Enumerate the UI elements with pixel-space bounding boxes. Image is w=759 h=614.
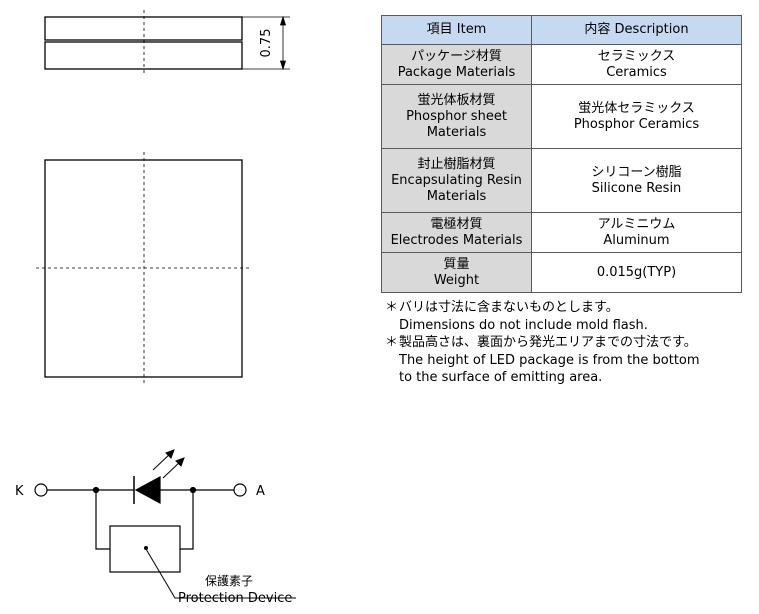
item-cell-line: Encapsulating Resin	[391, 172, 522, 188]
note: ＊製品高さは、裏面から発光エリアまでの寸法です。 The height of LE…	[385, 334, 700, 387]
item-cell-line: 封止樹脂材質	[417, 156, 496, 172]
value-cell-line: Silicone Resin	[591, 180, 682, 196]
side-view	[44, 10, 243, 76]
note-line: Dimensions do not include mold flash.	[399, 317, 648, 333]
item-cell-line: Materials	[426, 188, 487, 204]
note-line: The height of LED package is from the bo…	[399, 352, 700, 368]
protection-device-label-jp: 保護素子	[205, 573, 253, 588]
note-line: バリは寸法に含まないものとします。	[399, 300, 619, 315]
note-mark: ＊	[385, 300, 399, 315]
note-line: 製品高さは、裏面から発光エリアまでの寸法です。	[399, 335, 697, 350]
item-cell-line: パッケージ材質	[411, 48, 502, 64]
side-view-upper-layer	[44, 16, 243, 41]
value-cell-line: セラミックス	[597, 48, 676, 64]
terminal-a-label: A	[256, 484, 265, 499]
light-emission-arrows-icon	[152, 449, 185, 479]
side-view-lower-layer	[44, 41, 243, 70]
circuit-diagram	[34, 449, 296, 599]
value-cell-line: 蛍光体セラミックス	[578, 100, 695, 116]
value-cell-line: Aluminum	[603, 232, 670, 248]
item-cell-line: 電極材質	[430, 216, 483, 232]
terminal-a-circle	[233, 483, 247, 497]
note-text: 製品高さは、裏面から発光エリアまでの寸法です。 The height of LED…	[399, 334, 700, 387]
value-cell-line: Ceramics	[606, 64, 667, 80]
item-cell-line: Materials	[426, 124, 487, 140]
note: ＊バリは寸法に含まないものとします。 Dimensions do not incl…	[385, 299, 700, 334]
note-text: バリは寸法に含まないものとします。 Dimensions do not inclu…	[399, 299, 648, 334]
protection-device-box	[109, 525, 181, 573]
item-cell-line: Package Materials	[397, 64, 516, 80]
led-diode-symbol	[134, 475, 161, 505]
terminal-k-label: K	[15, 484, 24, 499]
top-view-outline	[44, 159, 243, 378]
value-cell: 0.015g(TYP)	[531, 252, 742, 293]
item-cell-line: Electrodes Materials	[390, 232, 523, 248]
top-view	[36, 152, 252, 385]
height-dimension-label: 0.75	[259, 29, 274, 58]
table-header-row: 項目 Item 内容 Description	[381, 15, 742, 45]
protection-device-leader	[145, 548, 296, 599]
item-cell-line: 蛍光体板材質	[417, 92, 496, 108]
item-cell-line: Weight	[433, 272, 480, 288]
value-cell-line: アルミニウム	[597, 216, 676, 232]
note-mark: ＊	[385, 335, 399, 350]
value-cell-line: シリコーン樹脂	[591, 164, 682, 180]
header-description: 内容 Description	[531, 15, 742, 45]
item-cell-line: Phosphor sheet	[406, 108, 507, 124]
note-line: to the surface of emitting area.	[399, 370, 603, 385]
notes: ＊バリは寸法に含まないものとします。Dimensions do not incl…	[385, 299, 700, 387]
value-cell-line: 0.015g(TYP)	[596, 264, 677, 280]
value-cell-line: Phosphor Ceramics	[573, 116, 700, 132]
protection-device-label-en: Protection Device	[178, 591, 292, 606]
item-cell-line: 質量	[443, 256, 470, 272]
height-dimension	[242, 15, 290, 71]
terminal-k-circle	[34, 483, 48, 497]
header-item: 項目 Item	[381, 15, 532, 45]
